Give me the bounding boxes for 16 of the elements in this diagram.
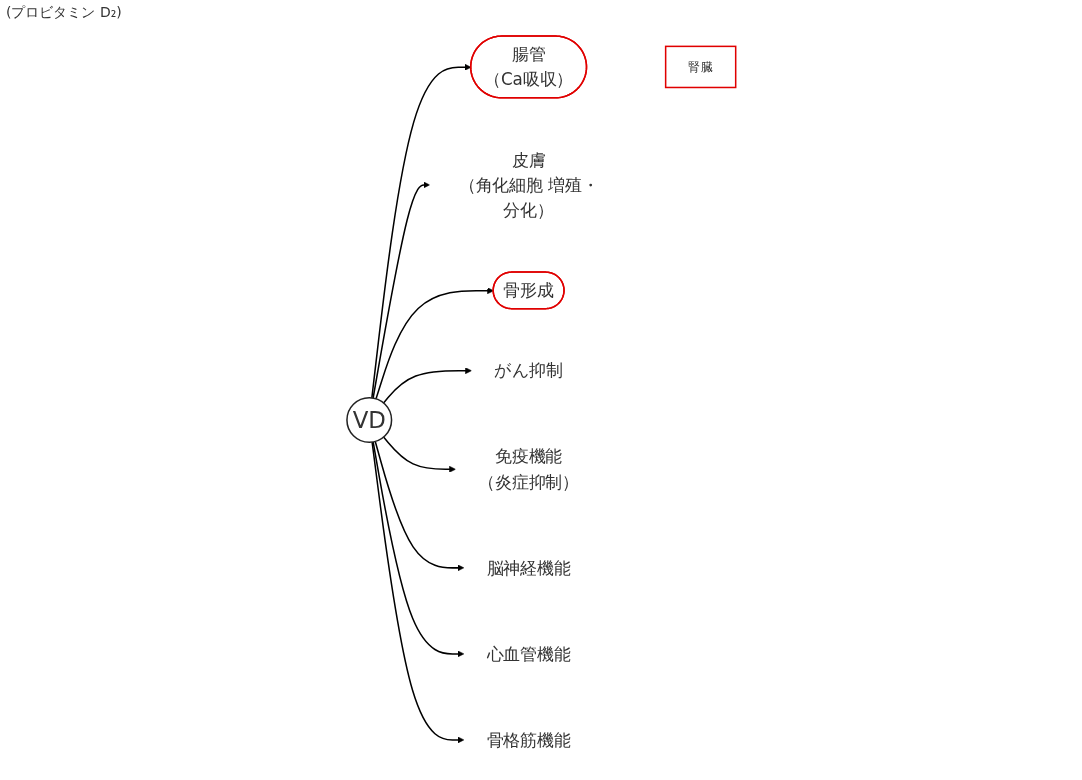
arrow — [372, 441, 464, 658]
node-text: 骨格筋機能 — [486, 730, 571, 750]
arrow — [374, 287, 494, 400]
note-text: (プロビタミン D₂) — [6, 4, 122, 22]
node-text: 皮膚 （角化細胞 増殖・分化） — [458, 150, 598, 220]
node-text: 脳神経機能 — [486, 558, 571, 578]
node-circle: VD — [345, 396, 392, 444]
arrow — [374, 440, 464, 572]
arrow — [382, 436, 456, 473]
arrow — [382, 367, 472, 404]
node-box: 腎臓 — [664, 45, 737, 89]
arrow — [372, 181, 430, 399]
node-text: 免疫機能 （炎症抑制） — [478, 447, 579, 492]
node-text: 心血管機能 — [486, 644, 571, 664]
node-text: がん抑制 — [494, 361, 563, 381]
arrow — [371, 441, 464, 744]
